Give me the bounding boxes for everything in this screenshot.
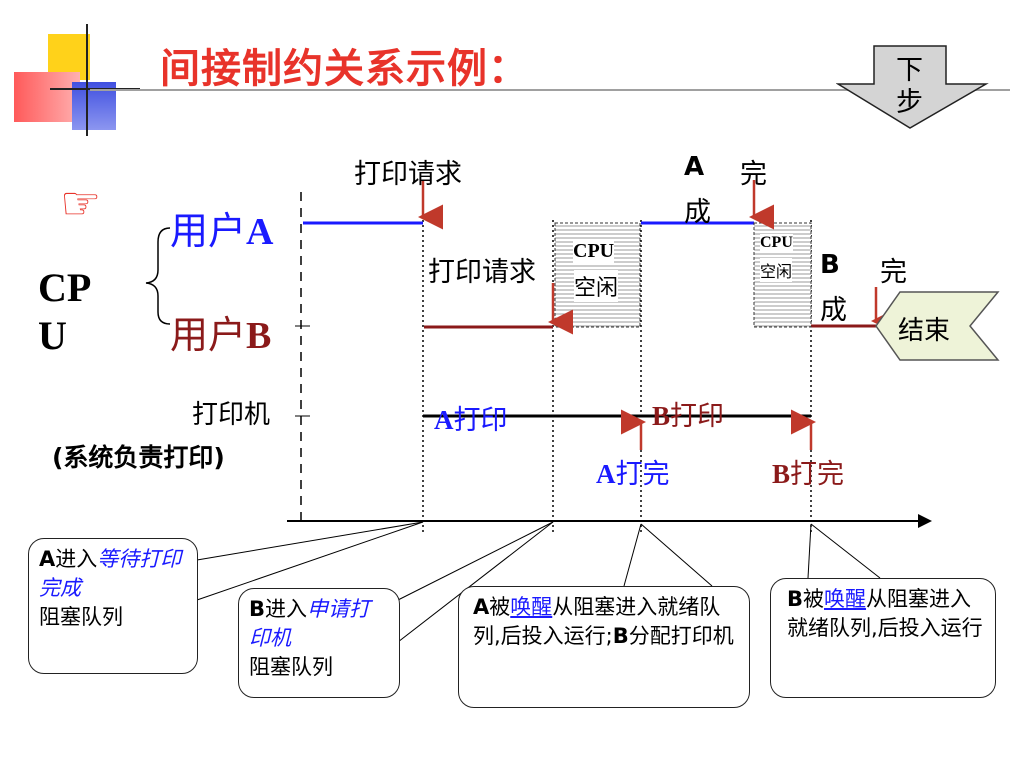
- b-done-letter: B: [820, 250, 840, 280]
- b-print-done-text: 打完: [790, 459, 845, 490]
- callout-1-pointer-b: [196, 521, 424, 601]
- callout-a-enter-wait: A进入等待打印完成 阻塞队列: [28, 538, 198, 674]
- cpu-label-2: U: [38, 313, 67, 358]
- printer-sub-label: (系统负责打印): [52, 443, 225, 472]
- user-a-label: 用户A: [170, 200, 273, 255]
- callout-4-post: 从阻塞进入就绪队列,后投入运行: [787, 587, 983, 640]
- cpu-idle-2-line1: CPU: [760, 234, 793, 252]
- callout-2-pre: 进入: [265, 597, 308, 621]
- user-a-zh: 用户: [170, 209, 247, 253]
- callout-3-pointer-b: [640, 523, 713, 587]
- end-shape: [875, 291, 1000, 361]
- callout-3-wakeup-link[interactable]: 唤醒: [510, 595, 553, 619]
- callout-3-pre: 被: [489, 595, 511, 619]
- b-print-text: 打印: [670, 401, 725, 432]
- callout-b-wakeup: B被唤醒从阻塞进入就绪队列,后投入运行: [770, 578, 996, 698]
- title-underline: [90, 89, 1010, 91]
- callout-b-enter-printer: B进入申请打印机 阻塞队列: [238, 588, 400, 698]
- down-arrow-icon: [836, 45, 989, 129]
- next-step-label-2: 步: [896, 87, 923, 118]
- callout-1-pre: 进入: [55, 547, 98, 571]
- callout-4-pointer-a: [807, 523, 812, 579]
- user-b-label: 用户B: [170, 304, 271, 359]
- cpu-brace: [145, 227, 171, 325]
- a-done-line1: 完: [740, 159, 767, 190]
- page-title: 间接制约关系示例：: [160, 46, 529, 92]
- next-step-button[interactable]: 下 步: [836, 44, 992, 130]
- b-print-done-letter: B: [772, 459, 791, 489]
- print-request-b-label: 打印请求: [428, 257, 536, 288]
- callout-a-wakeup: A被唤醒从阻塞进入就绪队列,后投入运行;B分配打印机: [458, 586, 750, 708]
- callout-4-letter: B: [787, 587, 804, 611]
- pointing-hand-icon: ☞: [60, 176, 102, 230]
- logo-decoration: [10, 22, 140, 142]
- callout-2-emphasis: 申请打印机: [249, 597, 371, 650]
- a-print-label: A打印: [434, 398, 508, 437]
- a-print-done-text: 打完: [615, 459, 670, 490]
- cpu-idle-1-line1: CPU: [573, 240, 615, 263]
- a-print-done-label: A打完: [596, 452, 670, 491]
- user-a-letter: A: [246, 211, 274, 253]
- cpu-idle-1-line2: 空闲: [574, 270, 619, 302]
- a-done-letter: A: [684, 152, 705, 182]
- user-b-letter: B: [246, 315, 272, 357]
- callout-3-letter: A: [473, 595, 490, 619]
- a-done-line2: 成: [684, 197, 711, 228]
- user-b-zh: 用户: [170, 313, 247, 357]
- cpu-label-1: CP: [38, 265, 92, 310]
- b-print-label: B打印: [652, 394, 724, 433]
- callout-3-letter-b: B: [612, 624, 629, 648]
- time-axis-arrowhead: [918, 514, 932, 528]
- callout-1-letter: A: [39, 547, 56, 571]
- a-print-text: 打印: [453, 405, 508, 436]
- callout-3-pointer-a: [623, 523, 642, 587]
- logo-red-block: [14, 72, 80, 122]
- b-print-done-label: B打完: [772, 452, 844, 491]
- callout-2-pointer-b: [397, 521, 554, 643]
- callout-4-pre: 被: [803, 587, 825, 611]
- callout-2-post: 阻塞队列: [249, 655, 333, 679]
- print-request-a-label: 打印请求: [354, 159, 462, 190]
- callout-2-pointer-a: [397, 521, 554, 601]
- cpu-idle-2-line2: 空闲: [760, 258, 793, 282]
- callout-1-emphasis: 等待打印完成: [39, 547, 182, 600]
- callout-1-pointer-a: [196, 521, 424, 561]
- logo-vline: [86, 24, 88, 136]
- callout-2-letter: B: [249, 597, 266, 621]
- b-done-line2: 成: [820, 295, 847, 326]
- callout-3-post: 从阻塞进入就绪队列,后投入运行;: [473, 595, 721, 648]
- callout-4-wakeup-link[interactable]: 唤醒: [824, 587, 867, 611]
- callout-3-post2: 分配打印机: [628, 624, 734, 648]
- a-print-done-letter: A: [596, 459, 616, 489]
- callout-4-pointer-b: [810, 523, 881, 579]
- printer-label: 打印机: [192, 400, 271, 430]
- callout-1-post: 阻塞队列: [39, 605, 123, 629]
- a-print-letter: A: [434, 405, 454, 435]
- next-step-label-1: 下: [896, 55, 923, 86]
- b-print-letter: B: [652, 401, 671, 431]
- end-label: 结束: [898, 316, 951, 346]
- b-done-line1: 完: [880, 257, 907, 288]
